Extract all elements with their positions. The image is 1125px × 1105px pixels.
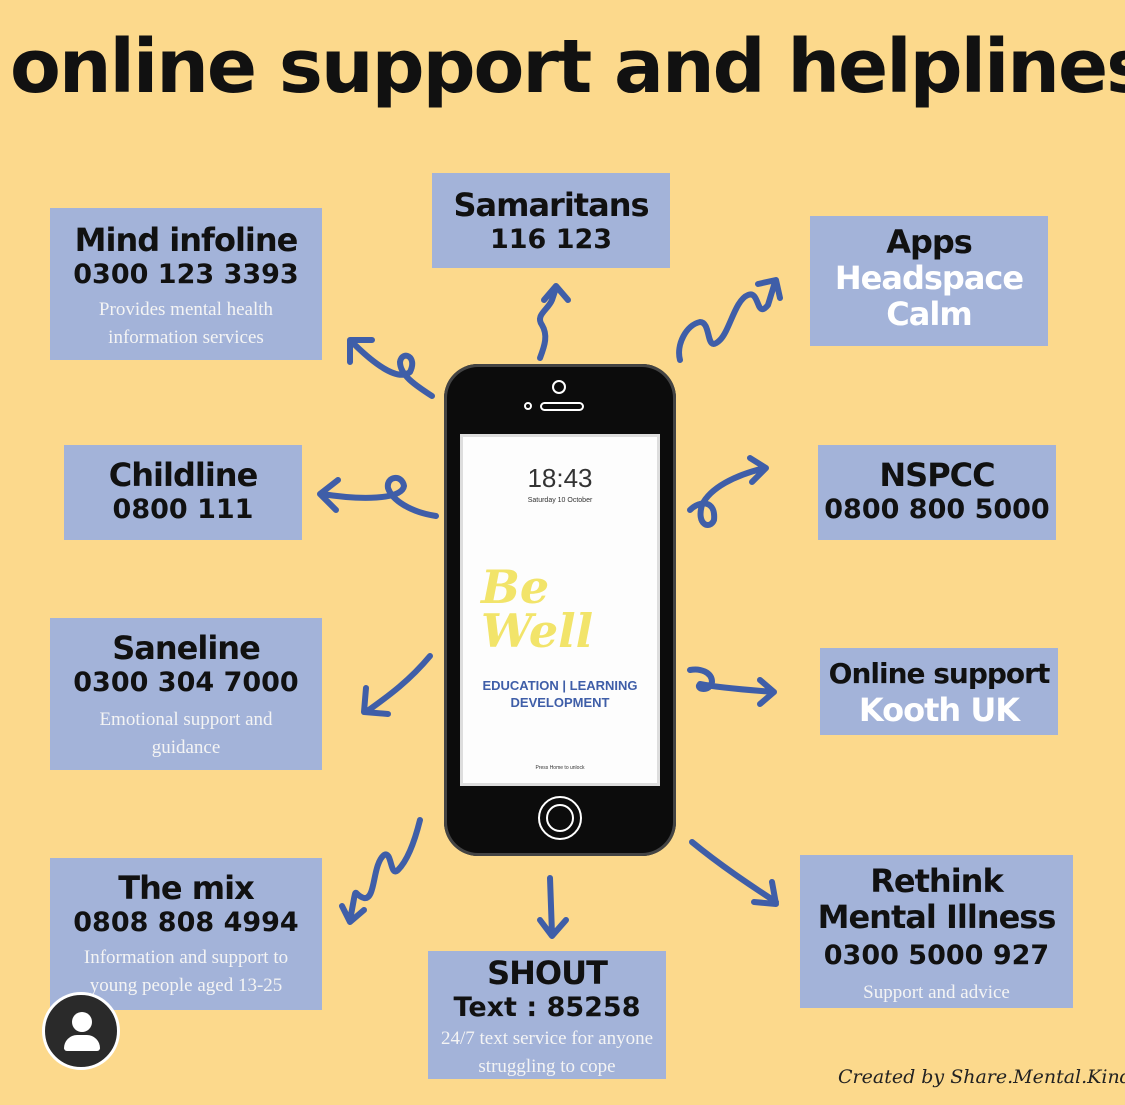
the-mix-name: The mix (118, 869, 254, 907)
rethink-description: Support and advice (863, 982, 1010, 1003)
arrow-mind-icon (347, 337, 435, 399)
mind-infoline-description: Provides mental health information servi… (98, 299, 274, 348)
nspcc-card: NSPCC 0800 800 5000 (818, 445, 1056, 540)
credit-text: Created by Share.Mental.Kindness (838, 1066, 1125, 1088)
avatar-body (64, 1035, 100, 1051)
arrow-shout-icon (537, 875, 569, 939)
arrow-apps-icon (676, 277, 783, 363)
saneline-name: Saneline (112, 629, 261, 667)
rethink-card: Rethink Mental Illness 0300 5000 927 Sup… (800, 855, 1073, 1008)
nspcc-name: NSPCC (879, 456, 995, 494)
online-support-name: Online support (828, 657, 1051, 690)
saneline-description: Emotional support and guidance (99, 709, 273, 758)
childline-card: Childline 0800 111 (64, 445, 302, 540)
home-button[interactable] (538, 796, 582, 840)
online-support-card: Online support Kooth UK (820, 648, 1058, 735)
phone-screen: 18:43 Saturday 10 October Be Well EDUCAT… (460, 434, 660, 786)
shout-description: 24/7 text service for anyone struggling … (440, 1028, 654, 1077)
saneline-card: Saneline 0300 304 7000 Emotional support… (50, 618, 322, 770)
lock-screen-time: 18:43 (527, 463, 593, 493)
shout-text-number: Text : 85258 (453, 992, 641, 1023)
rethink-name: Rethink Mental Illness (817, 862, 1057, 936)
arrow-nspcc-icon (687, 455, 769, 528)
phone-speaker (540, 402, 584, 411)
apps-card: Apps Headspace Calm (810, 216, 1048, 346)
lock-screen-date: Saturday 10 October (527, 497, 593, 504)
phone-camera (552, 380, 566, 394)
mind-infoline-card: Mind infoline 0300 123 3393 Provides men… (50, 208, 322, 360)
samaritans-number: 116 123 (489, 224, 613, 255)
mind-infoline-number: 0300 123 3393 (73, 259, 299, 290)
arrow-saneline-icon (361, 653, 433, 717)
arrow-the-mix-icon (339, 817, 423, 925)
rethink-number: 0300 5000 927 (823, 940, 1050, 971)
online-support-kooth: Kooth UK (858, 691, 1020, 729)
arrow-samaritans-icon (537, 283, 571, 361)
tagline-line1: EDUCATION | LEARNING (482, 678, 638, 693)
phone-sensor (524, 402, 532, 410)
arrow-childline-icon (317, 475, 439, 519)
shout-card: SHOUT Text : 85258 24/7 text service for… (428, 951, 666, 1079)
the-mix-card: The mix 0808 808 4994 Information and su… (50, 858, 322, 1010)
arrow-online-icon (687, 666, 777, 707)
saneline-number: 0300 304 7000 (73, 667, 299, 698)
avatar-head (72, 1012, 92, 1032)
user-avatar-icon[interactable] (42, 992, 120, 1070)
page-title: online support and helplines (10, 24, 1125, 110)
shout-name: SHOUT (487, 954, 608, 992)
childline-name: Childline (108, 456, 259, 494)
apps-calm: Calm (886, 295, 972, 333)
mind-infoline-name: Mind infoline (74, 221, 299, 259)
samaritans-card: Samaritans 116 123 (432, 173, 670, 268)
be-well-tagline: EDUCATION | LEARNING DEVELOPMENT (463, 677, 657, 711)
unlock-hint: Press Home to unlock (535, 765, 585, 771)
samaritans-name: Samaritans (453, 186, 649, 224)
childline-number: 0800 111 (112, 494, 254, 525)
apps-title: Apps (886, 223, 973, 261)
be-well-logo: Be Well (481, 560, 594, 658)
smartphone: 18:43 Saturday 10 October Be Well EDUCAT… (444, 364, 676, 856)
tagline-line2: DEVELOPMENT (510, 695, 610, 710)
apps-headspace: Headspace (834, 259, 1024, 297)
the-mix-number: 0808 808 4994 (73, 907, 299, 938)
nspcc-number: 0800 800 5000 (824, 494, 1050, 525)
the-mix-description: Information and support to young people … (83, 947, 289, 996)
arrow-rethink-icon (689, 839, 779, 907)
